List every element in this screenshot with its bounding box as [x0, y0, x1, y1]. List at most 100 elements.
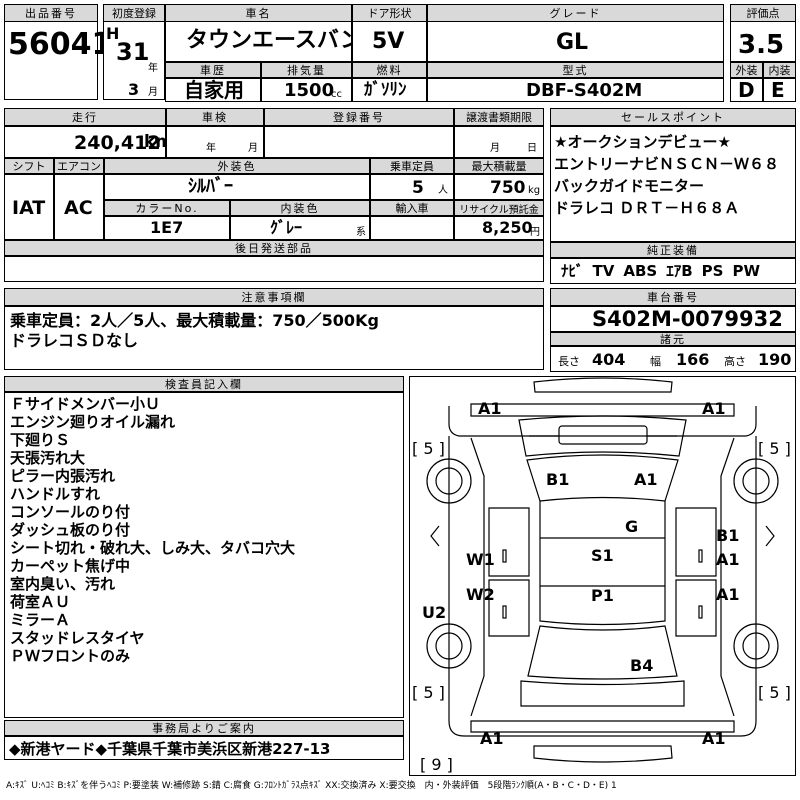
- car-name: タウンエースバン: [186, 28, 363, 53]
- recycle-box: [454, 216, 544, 240]
- damage-mark-a1-roof-right: A1: [634, 470, 658, 489]
- displacement-unit: cc: [331, 89, 342, 100]
- note-line: ドラレコＳＤなし: [10, 331, 139, 350]
- recycle-label: リサイクル預託金: [454, 200, 544, 216]
- inspector-line: スタッドレスタイヤ: [10, 629, 145, 647]
- sales-point-line: エントリーナビＮＳＣＮ－Ｗ６８: [554, 155, 780, 173]
- displacement-box: [261, 78, 352, 102]
- history: 自家用: [184, 78, 244, 102]
- fuel-box: [352, 78, 427, 102]
- reg-no-box: [264, 126, 454, 158]
- length: 404: [592, 350, 626, 369]
- transfer-day-unit: 日: [527, 143, 537, 154]
- score: 3.5: [738, 30, 785, 60]
- color-no: 1E7: [150, 218, 184, 237]
- int-grade-label: 内装: [763, 62, 796, 78]
- damage-mark-g: G: [625, 517, 639, 536]
- first-reg-label: 初度登録: [103, 4, 165, 22]
- equipment-item: PS: [701, 262, 724, 280]
- shift-box: [4, 174, 54, 240]
- ext-grade-box: [730, 78, 763, 102]
- lot-no-label: 出品番号: [4, 4, 98, 22]
- sales-point-line: ドラレコ ＤＲＴ－Ｈ６８Ａ: [554, 199, 740, 217]
- equipment-label: 純正装備: [550, 242, 796, 258]
- sales-points-box: ★オークションデビュー★ エントリーナビＮＳＣＮ－Ｗ６８ バックガイドモニター …: [550, 126, 796, 242]
- ac-box: [54, 174, 104, 240]
- max-load-unit: kg: [528, 185, 541, 196]
- equipment-item: ABS: [623, 262, 658, 280]
- dims-label: 諸元: [550, 332, 796, 346]
- notes-label: 注意事項欄: [4, 288, 544, 306]
- inspector-line: ＰＷフロントのみ: [10, 647, 131, 665]
- inspector-line: ダッシュ板のり付: [10, 521, 131, 539]
- int-color-unit: 系: [356, 227, 366, 238]
- inspector-line: ピラー内張汚れ: [10, 467, 116, 485]
- dims-box: [550, 346, 796, 372]
- transfer-month-unit: 月: [490, 143, 500, 154]
- grade: GL: [556, 30, 589, 55]
- int-grade: E: [771, 78, 785, 102]
- mileage-unit: km: [144, 132, 174, 152]
- sales-points-label: セールスポイント: [550, 108, 796, 126]
- transfer-box: [454, 126, 544, 158]
- tire-depth-front-right: [ 5 ]: [758, 439, 791, 458]
- inspector-label: 検査員記入欄: [4, 376, 404, 392]
- model: DBF-S402M: [526, 80, 643, 101]
- width: 166: [676, 350, 710, 369]
- damage-mark-w1: W1: [466, 550, 495, 569]
- tire-depth-rear-right: [ 5 ]: [758, 683, 791, 702]
- capacity: 5: [412, 178, 424, 198]
- inspection-label: 車検: [166, 108, 264, 126]
- displacement: 1500: [284, 80, 335, 101]
- ac-label: エアコン: [54, 158, 104, 174]
- ac: AC: [64, 197, 93, 219]
- int-grade-box: [763, 78, 796, 102]
- inspector-line: エンジン廻りオイル漏れ: [10, 413, 176, 431]
- inspector-line: 荷室ＡＵ: [10, 593, 71, 611]
- first-reg-month: 3: [128, 80, 140, 99]
- displacement-label: 排気量: [261, 62, 352, 78]
- history-label: 車歴: [165, 62, 261, 78]
- ext-grade: D: [738, 78, 755, 102]
- door-label: ドア形状: [352, 4, 427, 22]
- inspector-line: カーペット焦げ中: [10, 557, 131, 575]
- model-label: 型式: [427, 62, 724, 78]
- height: 190: [758, 350, 792, 369]
- chassis-number: S402M-0079932: [592, 307, 783, 331]
- inspector-line: ハンドルすれ: [10, 485, 101, 503]
- inspector-line: ミラーＡ: [10, 611, 71, 629]
- history-box: [165, 78, 261, 102]
- import-box: [370, 216, 454, 240]
- color-no-label: カラーNo.: [104, 200, 230, 216]
- office-text: ◆新港ヤード◆千葉県千葉市美浜区新港227-13: [9, 740, 331, 758]
- recycle-unit: 円: [530, 227, 540, 238]
- transfer-label: 譲渡書類期限: [454, 108, 544, 126]
- ext-color-label: 外装色: [104, 158, 370, 174]
- max-load-box: [454, 174, 544, 200]
- first-reg-year: 31: [116, 38, 150, 66]
- tire-depth-front-left: [ 5 ]: [412, 439, 445, 458]
- office-box: ◆新港ヤード◆千葉県千葉市美浜区新港227-13: [4, 736, 404, 760]
- equipment-item: TV: [592, 262, 615, 280]
- fuel: ｶﾞｿﾘﾝ: [364, 80, 407, 100]
- inspection-month-unit: 月: [248, 143, 258, 154]
- reg-no-label: 登録番号: [264, 108, 454, 126]
- damage-mark-s1: S1: [591, 546, 614, 565]
- inspector-line: 天張汚れ大: [10, 449, 86, 467]
- damage-mark-u2: U2: [422, 603, 447, 622]
- damage-mark-w2: W2: [466, 585, 495, 604]
- equipment-box: ﾅﾋﾞ TV ABS ｴｱB PS PW: [550, 258, 796, 284]
- grade-label: グレード: [427, 4, 724, 22]
- equipment-item: PW: [732, 262, 760, 280]
- damage-mark-a1-right-1: A1: [716, 550, 740, 569]
- note-line: 乗車定員：2人／5人、最大積載量：750／500Kg: [10, 311, 379, 330]
- first-reg-month-unit: 月: [148, 87, 158, 98]
- max-load: 750: [490, 178, 526, 198]
- mileage: 240,412: [74, 132, 161, 154]
- inspector-line: コンソールのり付: [10, 503, 131, 521]
- spare-tire-depth: [ 9 ]: [420, 755, 453, 774]
- equipment-item: ｴｱB: [666, 262, 693, 280]
- first-reg-year-unit: 年: [148, 63, 158, 74]
- ext-color: ｼﾙﾊﾞｰ: [188, 176, 233, 197]
- fuel-label: 燃料: [352, 62, 427, 78]
